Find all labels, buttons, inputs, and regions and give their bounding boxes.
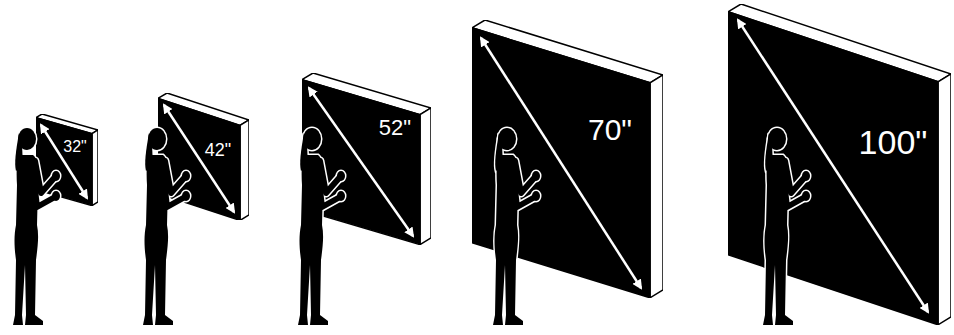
screen-side-edge xyxy=(240,120,249,220)
size-label: 100" xyxy=(859,125,928,159)
screen-side-edge xyxy=(938,74,951,325)
screen-face xyxy=(302,80,420,245)
size-label: 42" xyxy=(205,141,231,159)
screen-panel: 100" xyxy=(728,4,951,325)
screen-face xyxy=(728,12,938,325)
screen-side-edge xyxy=(420,108,431,245)
size-label: 70" xyxy=(588,115,632,145)
screen-side-edge xyxy=(92,130,98,206)
screen-shape xyxy=(728,4,951,325)
screen-face xyxy=(158,98,240,220)
screen-face xyxy=(36,118,92,206)
screen-face xyxy=(472,28,650,298)
screen-side-edge xyxy=(650,75,663,298)
size-label: 52" xyxy=(379,117,411,139)
size-label: 32" xyxy=(63,139,86,155)
